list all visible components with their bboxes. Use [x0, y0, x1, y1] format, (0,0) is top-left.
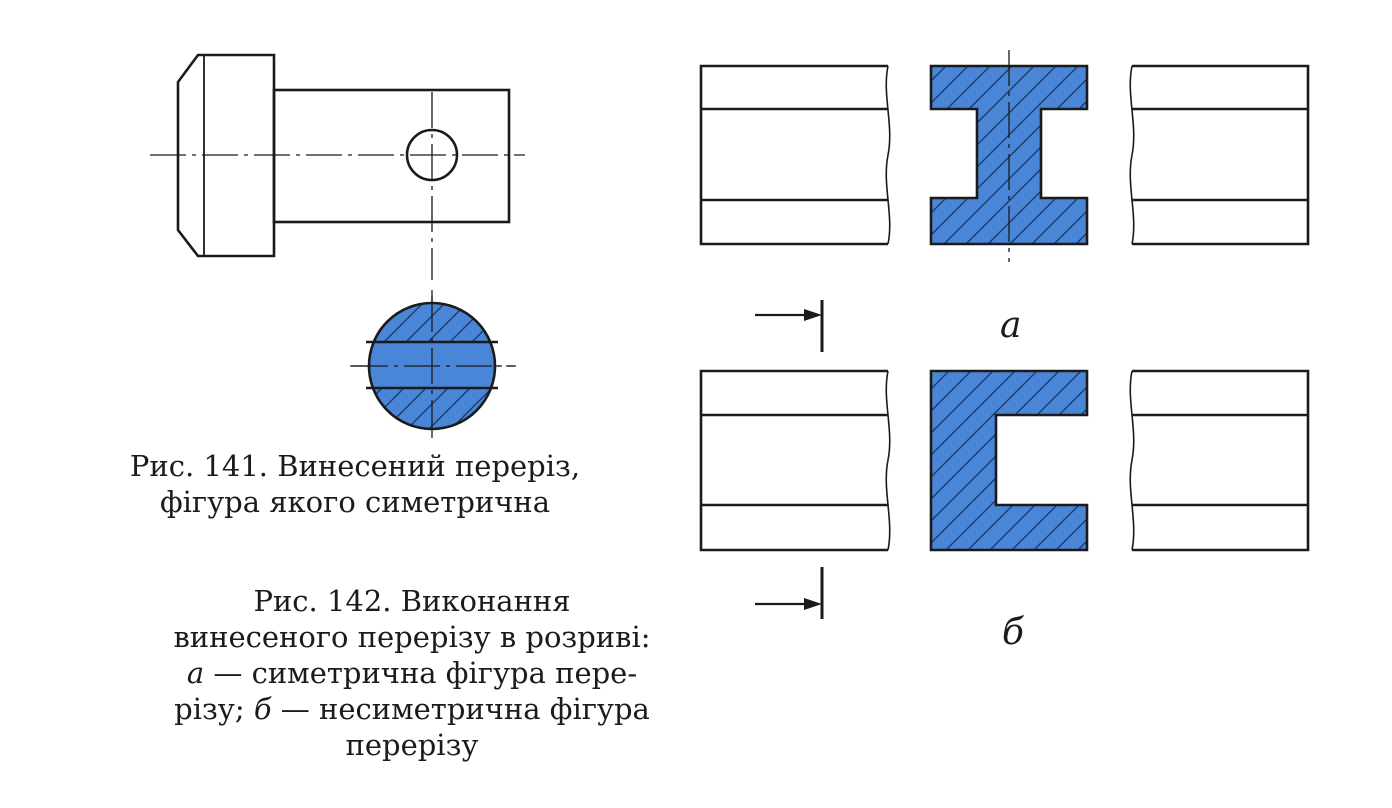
- section-plane-arrows: [755, 300, 824, 619]
- caption-fig141-line2: фігура якого симетрична: [159, 485, 551, 519]
- bolt-shaft: [272, 88, 511, 224]
- caption-fig141-line1: Рис. 141. Винесений переріз,: [129, 449, 581, 483]
- caption-line4-text: — несиметрична фігура: [271, 692, 650, 726]
- bolt-head: [176, 53, 276, 258]
- caption-line3-text: — симетрична фігура пере-: [204, 656, 638, 690]
- caption-fig142: Рис. 142. Виконання винесеного перерізу …: [132, 583, 692, 763]
- caption-fig142-line1: Рис. 142. Виконання: [253, 584, 571, 618]
- caption-fig142-line5: перерізу: [345, 728, 479, 762]
- label-a: а: [1000, 305, 1022, 346]
- caption-letter-b: б: [253, 692, 272, 726]
- caption-fig142-line2: винесеного перерізу в розриві:: [173, 620, 651, 654]
- caption-fig141: Рис. 141. Винесений переріз, фігура яког…: [85, 448, 625, 520]
- label-b: б: [1002, 612, 1024, 653]
- caption-fig142-line4: різу; б — несиметрична фігура: [132, 691, 692, 727]
- fig141-section: [352, 296, 514, 436]
- caption-letter-a: а: [186, 656, 205, 690]
- caption-fig142-line3: а — симетрична фігура пере-: [132, 655, 692, 691]
- fig142a-section: [929, 50, 1089, 262]
- fig142b-section: [929, 369, 1089, 552]
- caption-line4-start: різу;: [174, 692, 254, 726]
- fig142b-beam: [699, 369, 1310, 552]
- fig142a-beam: [699, 64, 1310, 246]
